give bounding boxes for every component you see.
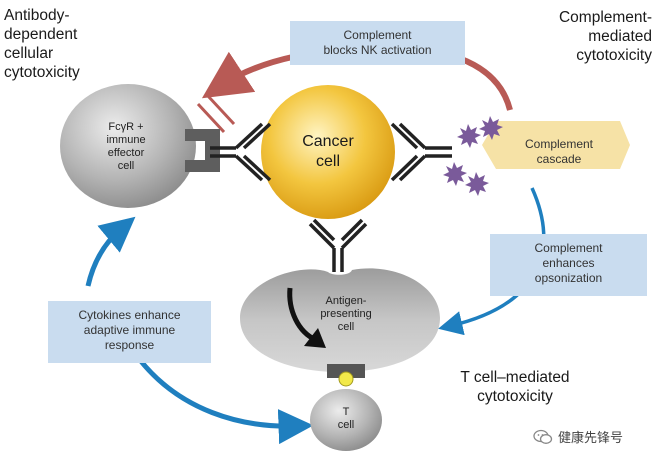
antibody-bottom (308, 218, 368, 272)
cytokines-box (48, 301, 211, 363)
inhibition-bar-icon (196, 94, 236, 134)
t-cell-text: T cell (337, 406, 355, 431)
antibody-left (210, 122, 272, 182)
antigen-dot (338, 371, 354, 387)
fc-receptor (185, 129, 220, 172)
opsonization-box (490, 234, 647, 296)
tcell-title: T cell–mediated cytotoxicity (460, 369, 570, 405)
adcc-title: Antibody- dependent cellular cytotoxicit… (4, 7, 80, 81)
effector-cell-text: FcγR + immune effector cell (106, 121, 146, 172)
cascade-box (482, 121, 630, 169)
cdc-title: Complement- mediated cytotoxicity (558, 9, 652, 64)
apc-text: Antigen- presenting cell (320, 295, 372, 333)
t-cell (310, 389, 382, 451)
blocks-box-text: Complement blocks NK activation (323, 28, 432, 57)
watermark: 健康先锋号 (533, 427, 623, 446)
complement-proteins (443, 116, 503, 196)
blue-arrow-cytokines (85, 216, 136, 287)
cytokines-box-text: Cytokines enhance adaptive immune respon… (78, 308, 181, 352)
opsonization-box-text: Complement enhances opsonization (534, 241, 603, 285)
watermark-text: 健康先锋号 (558, 430, 624, 445)
apc-arrow-head-icon (304, 328, 326, 348)
wechat-icon (533, 429, 553, 444)
mhc-receptor (327, 364, 365, 378)
antibody-right (390, 122, 452, 182)
cancer-cell (261, 85, 395, 219)
effector-cell (60, 84, 196, 208)
cascade-box-text: Complement cascade (524, 137, 594, 166)
blocks-box (290, 21, 465, 65)
cancer-cell-text: Cancer cell (302, 133, 354, 170)
blue-arrow-to-tcell (138, 358, 314, 445)
